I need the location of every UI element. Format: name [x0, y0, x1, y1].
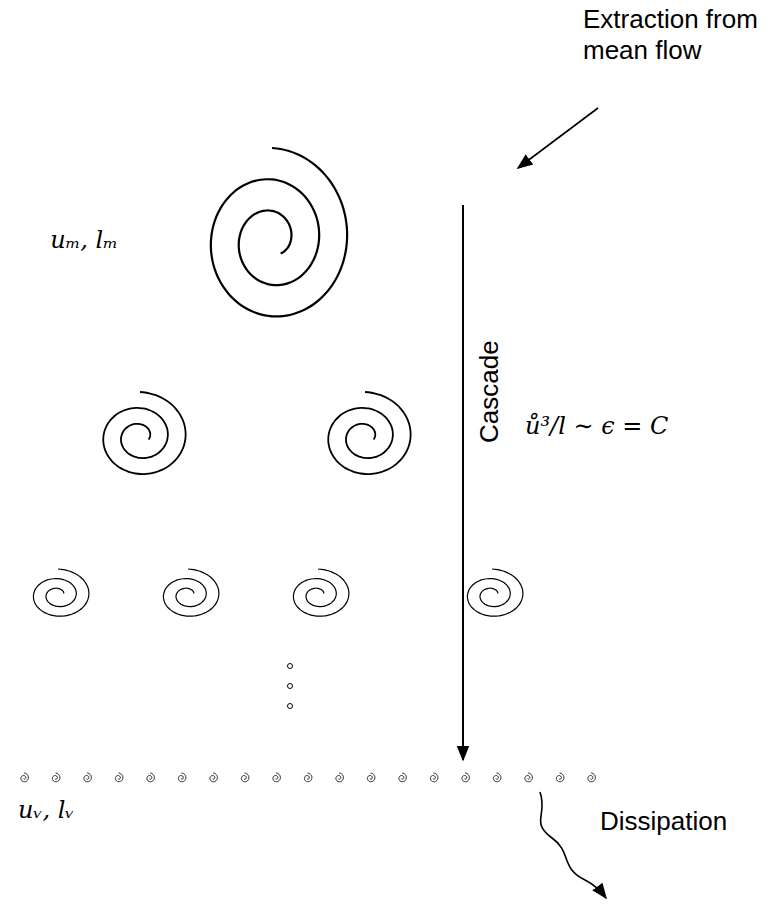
- annotation-text: Extraction from mean flow: [583, 4, 773, 66]
- eddy-spiral: [556, 773, 563, 782]
- continuation-dot: [288, 704, 293, 709]
- eddy-spiral: [52, 773, 59, 782]
- eddy-spiral: [273, 773, 280, 782]
- eddy-spiral: [115, 773, 122, 782]
- dissipation-arrow: [540, 792, 606, 898]
- continuation-dot: [288, 684, 293, 689]
- eddy-spiral: [21, 773, 28, 782]
- formula-label: ů³/l ∼ ϵ = C: [525, 412, 668, 441]
- eddy-spiral: [462, 773, 469, 782]
- eddy-spiral: [241, 773, 248, 782]
- eddy-spiral: [304, 773, 311, 782]
- cascade-label: Cascade: [473, 337, 504, 448]
- eddy-spiral: [367, 773, 374, 782]
- eddy-spiral: [525, 773, 532, 782]
- eddy-spiral: [293, 569, 348, 616]
- eddy-spiral: [467, 569, 522, 616]
- eddy-spiral: [84, 773, 91, 782]
- scale-label: uᵥ, lᵥ: [18, 796, 74, 825]
- scale-label: uₘ, lₘ: [50, 226, 118, 255]
- eddy-spiral: [211, 148, 347, 316]
- eddy-spiral: [33, 569, 88, 616]
- eddy-spiral: [163, 569, 218, 616]
- annotation-text: Dissipation: [600, 806, 727, 837]
- eddy-spiral: [210, 773, 217, 782]
- cascade-arrow: [462, 205, 464, 760]
- eddy-spiral: [103, 392, 185, 474]
- eddy-spiral: [328, 392, 410, 474]
- eddy-spiral: [430, 773, 437, 782]
- eddy-spiral: [178, 773, 185, 782]
- eddy-spiral: [493, 773, 500, 782]
- continuation-dot: [288, 664, 293, 669]
- eddy-spiral: [399, 773, 406, 782]
- eddy-spiral: [147, 773, 154, 782]
- extraction-leader: [518, 108, 598, 168]
- eddy-spiral: [588, 773, 595, 782]
- eddy-spiral: [336, 773, 343, 782]
